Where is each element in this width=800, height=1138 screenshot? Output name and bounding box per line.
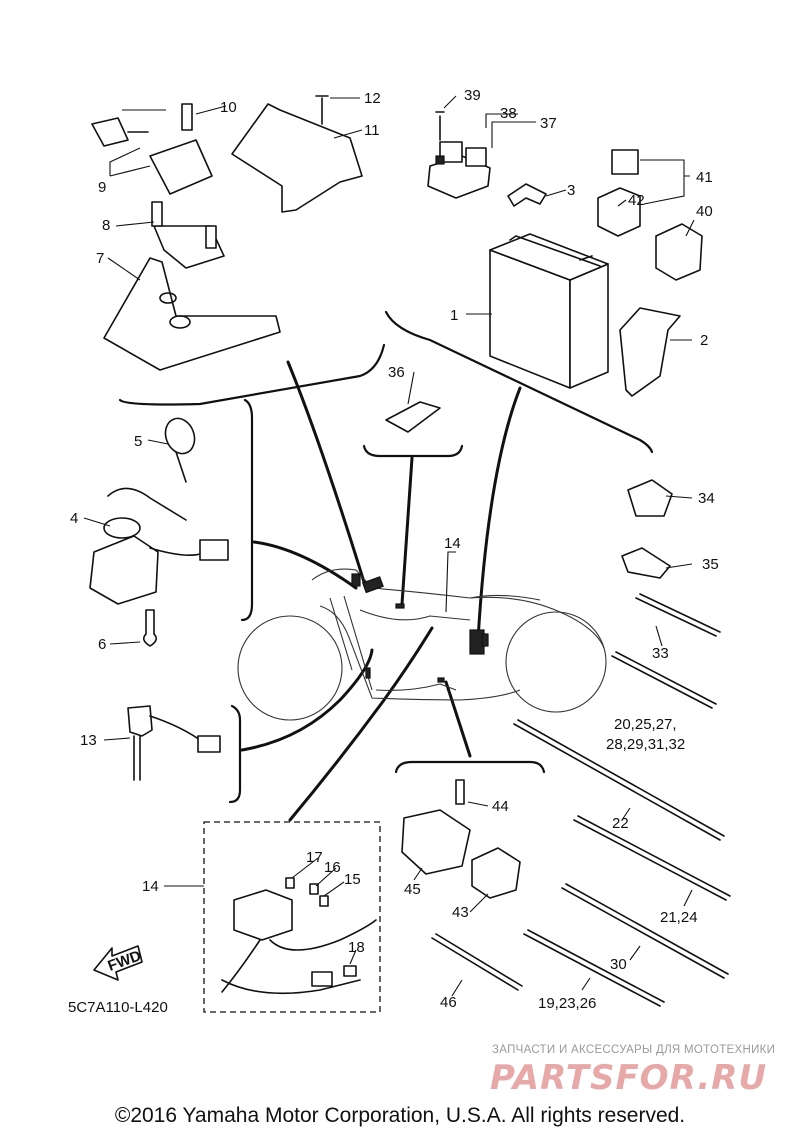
label-36: 36 [388,364,405,381]
bracket-44 [394,760,546,774]
fwd-arrow [93,945,143,981]
motorcycle-outline [237,568,607,721]
label-6: 6 [98,636,106,653]
battery-band-drawing [619,307,681,397]
diagram-code: 5C7A110-L420 [68,999,168,1016]
label-8: 8 [102,217,110,234]
label-43: 43 [452,904,469,921]
left-bracket-4 [240,398,254,622]
top-right-bracket [384,310,654,454]
clamp-34-drawing [627,479,673,517]
label-40: 40 [696,203,713,220]
wire-harness-drawing [221,877,377,995]
label-5: 5 [134,433,142,450]
terminal-cover-drawing [507,183,547,207]
leader-4 [252,540,358,590]
label-34: 34 [698,490,715,507]
label-1: 1 [450,307,458,324]
part-labels: 1 2 3 4 5 6 7 8 9 10 11 12 13 14 14 15 1… [68,87,719,1016]
label-group-21: 21,24 [660,909,698,926]
part-43-drawing [471,847,521,899]
relay-40-drawing [655,223,703,281]
lead-lines [83,95,695,997]
relay-42-drawing [597,187,641,237]
screw-6-drawing [142,609,158,647]
label-group-20: 20,25,27, [614,716,677,733]
key-drawing [164,417,196,483]
leader-top-left [286,360,366,584]
label-13: 13 [80,732,97,749]
label-4: 4 [70,510,78,527]
label-39: 39 [464,87,481,104]
label-44: 44 [492,798,509,815]
label-46: 46 [440,994,457,1011]
label-14-box: 14 [142,878,159,895]
label-group-19: 19,23,26 [538,995,596,1012]
label-41: 41 [696,169,713,186]
label-22: 22 [612,815,629,832]
leader-36 [400,456,414,606]
cable-ties-drawing [431,593,731,1007]
copyright-notice: ©2016 Yamaha Motor Corporation, U.S.A. A… [114,1104,686,1127]
left-bracket-13 [228,704,242,804]
watermark-tagline: ЗАПЧАСТИ И АКСЕССУАРЫ ДЛЯ МОТОТЕХНИКИ [492,1044,776,1056]
part-45-drawing [401,809,471,875]
label-37: 37 [540,115,557,132]
clamp-36-drawing [385,401,441,433]
starter-relay-drawing [427,111,491,199]
harness-detail-box [203,821,381,1013]
leader-13 [240,648,374,752]
leader-44 [444,680,472,758]
label-9: 9 [98,179,106,196]
handlebar-assembly-drawing [91,95,363,371]
relay-41-drawing [611,149,639,175]
label-45: 45 [404,881,421,898]
label-12: 12 [364,90,381,107]
label-7: 7 [96,250,104,267]
label-14-top: 14 [444,535,461,552]
leader-top-right [476,386,522,642]
bolt-44-drawing [455,779,465,805]
sensor-13-drawing [127,705,221,781]
label-42: 42 [628,192,645,209]
top-left-bracket [118,343,386,406]
main-switch-drawing [89,487,229,605]
label-16: 16 [324,859,341,876]
battery-drawing [489,233,609,389]
label-10: 10 [220,99,237,116]
label-2: 2 [700,332,708,349]
label-15: 15 [344,871,361,888]
bracket-36 [362,444,464,458]
label-38: 38 [500,105,517,122]
label-11: 11 [364,122,380,139]
label-17: 17 [306,849,323,866]
label-30: 30 [610,956,627,973]
leader-14 [288,626,434,822]
label-group-28: 28,29,31,32 [606,736,685,753]
label-18: 18 [348,939,365,956]
label-35: 35 [702,556,719,573]
watermark-logo: PARTSFOR.RU [490,1058,768,1098]
clamp-35-drawing [621,547,671,579]
label-3: 3 [567,182,575,199]
label-33: 33 [652,645,669,662]
